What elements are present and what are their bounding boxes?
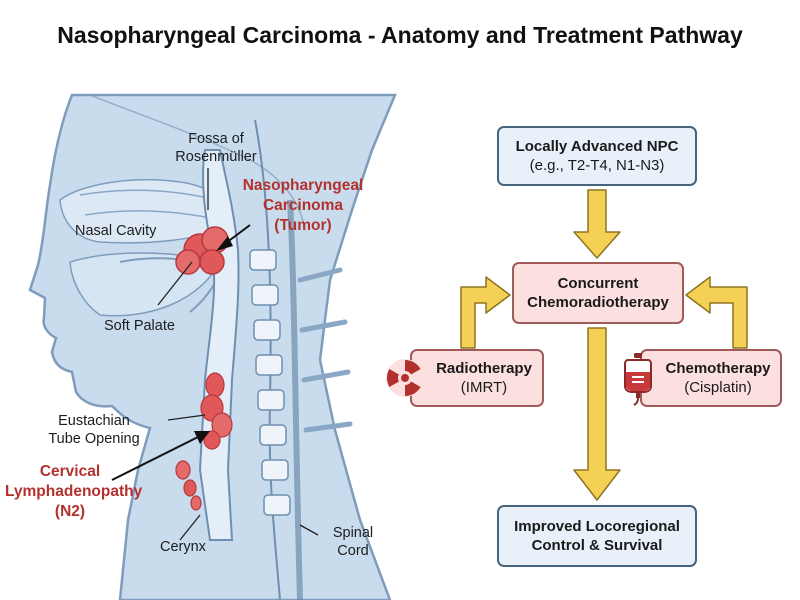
stage-box: Locally Advanced NPC (e.g., T2-T4, N1-N3… [497,126,697,186]
fossa-label: Fossa of Rosenmüller [170,130,262,166]
tumor-label-line3: (Tumor) [274,217,332,234]
leader-lines [157,168,319,541]
lymph-label-line3: (N2) [54,503,86,520]
nasal-cavity-label: Nasal Cavity [75,223,157,239]
arrow-chemo-to-ccrt [685,276,748,349]
tumor-label-line1: Nasopharyngeal [242,177,364,194]
page-title: Nasopharyngeal Carcinoma - Anatomy and T… [57,22,743,48]
lymph-label-line1: Cervical [39,463,101,480]
spinal-cord-label: Spinal Cord [325,524,381,560]
eustachian-label-line2: Tube Opening [48,431,140,447]
lymph-label-line2: Lymphadenopathy [5,483,143,500]
ccrt-box: Concurrent Chemoradiotherapy [512,262,684,324]
stage-title: Locally Advanced NPC [515,138,679,155]
larynx-label: Cerynx [160,539,206,555]
lymphadenopathy-label: Cervical Lymphadenopathy (N2) [5,462,143,522]
eustachian-label: Eustachian Tube Opening [35,412,153,448]
iv-bag-icon [624,353,652,406]
outcome-line1: Improved Locoregional [514,518,680,535]
tumor-label-line2: Carcinoma [262,197,344,214]
tumor [175,226,229,275]
fossa-label-line1: Fossa of [188,131,244,147]
arrow-stage-to-ccrt [573,189,621,259]
chemo-subtitle: (Cisplatin) [684,379,752,396]
lymph-nodes [175,372,233,511]
soft-palate-label: Soft Palate [104,318,175,334]
fossa-label-line2: Rosenmüller [175,149,257,165]
radio-title: Radiotherapy [436,360,532,377]
outcome-box: Improved Locoregional Control & Survival [497,505,697,567]
spinal-label-line2: Cord [337,543,369,559]
spinal-label-line1: Spinal [332,525,374,541]
pointer-arrows [111,224,251,481]
chemotherapy-box: Chemotherapy (Cisplatin) [640,349,782,407]
cervical-spine [249,119,353,600]
radiotherapy-box: Radiotherapy (IMRT) [410,349,544,407]
radiation-icon [386,359,424,397]
chemo-title: Chemotherapy [665,360,771,377]
arrow-radio-to-ccrt [460,276,511,349]
stage-subtitle: (e.g., T2-T4, N1-N3) [529,157,665,174]
ccrt-line2: Chemoradiotherapy [527,294,669,311]
arrow-ccrt-to-outcome [573,327,621,501]
ccrt-line1: Concurrent [557,275,639,292]
outcome-line2: Control & Survival [531,537,663,554]
radio-subtitle: (IMRT) [460,379,508,396]
tumor-label: Nasopharyngeal Carcinoma (Tumor) [238,176,368,236]
eustachian-label-line1: Eustachian [58,413,130,429]
